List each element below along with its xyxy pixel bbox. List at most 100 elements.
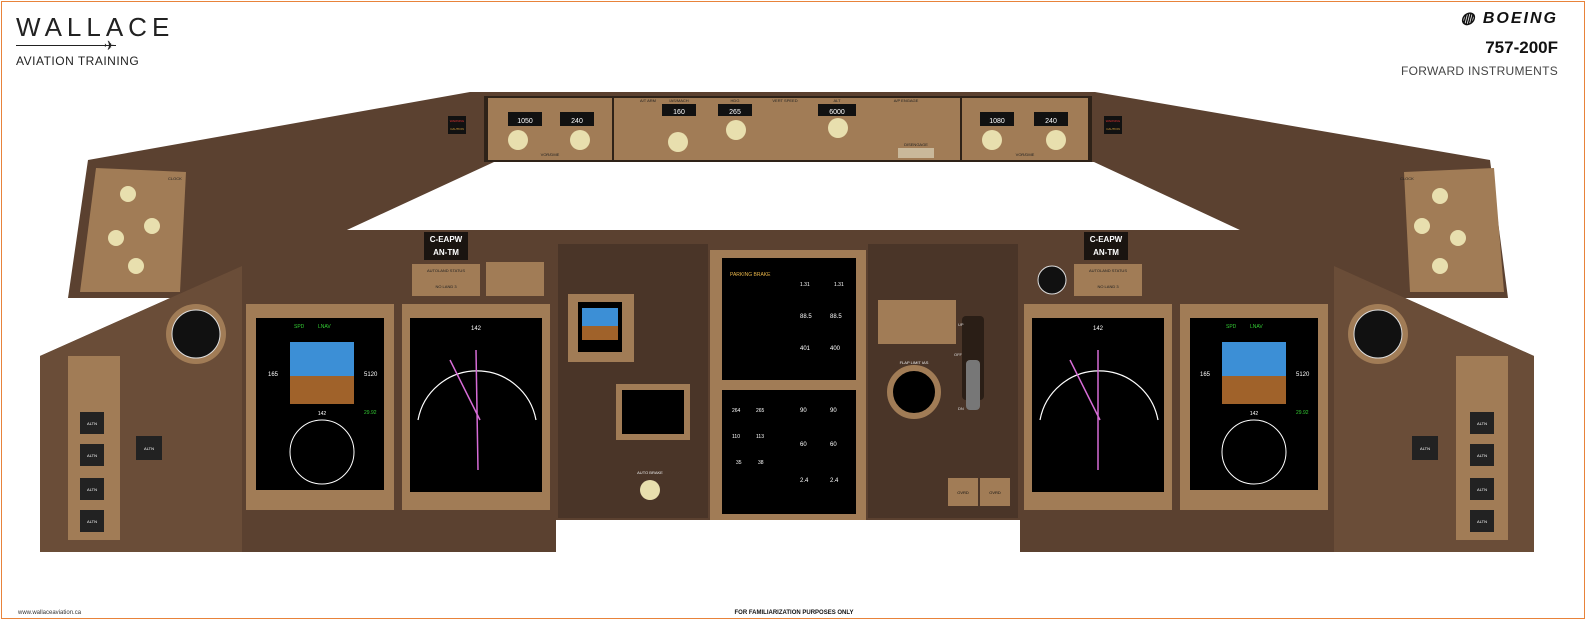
crs2-window (560, 112, 594, 126)
alt-window (818, 104, 856, 116)
speed-knob[interactable] (668, 132, 688, 152)
mins-knob[interactable] (1432, 258, 1448, 274)
heading-knob[interactable] (726, 120, 746, 140)
captain-registration: C-EAPW (430, 235, 463, 244)
fo-autoland-title: AUTOLAND STATUS (1089, 268, 1127, 273)
altn-label: ALTN (87, 453, 97, 458)
fo-registration: C-EAPW (1090, 235, 1123, 244)
boeing-logo: ◍ BOEING (1401, 8, 1558, 28)
egt-right: 400 (830, 346, 841, 352)
fo-speed: 165 (1200, 372, 1211, 378)
lower-eicas-screen (722, 390, 856, 514)
lower-v6: 2.4 (830, 478, 839, 484)
section-title: FORWARD INSTRUMENTS (1400, 64, 1558, 78)
aircraft-model: 757-200F (1485, 38, 1558, 57)
ap-engage-label: A/P ENGAGE (894, 98, 919, 103)
left-efis-panel (80, 168, 186, 292)
min-knob[interactable] (570, 130, 590, 150)
hdg-label: HDG (731, 98, 740, 103)
maker-name: BOEING (1482, 10, 1558, 27)
hdg-value: 265 (729, 109, 741, 116)
mcp-right-efis (962, 98, 1088, 160)
fo-clock-label: CLOCK (1400, 176, 1414, 181)
brand-rule: ✈ (16, 38, 116, 53)
captain-nd-screen (410, 318, 542, 492)
glareshield (68, 92, 1508, 298)
fo-master-warning[interactable] (1104, 116, 1122, 134)
captain-hsi (289, 419, 355, 485)
captain-route-line (449, 349, 481, 471)
upper-eicas-screen (722, 258, 856, 380)
lower-f3: 110 (732, 434, 740, 440)
fo-autoland-frame (1074, 264, 1142, 296)
altn-label: ALTN (144, 446, 154, 451)
range-knob[interactable] (120, 186, 136, 202)
lower-v2: 90 (830, 408, 837, 414)
altn-button[interactable] (1470, 412, 1494, 434)
warning-label: WARNING (450, 119, 465, 123)
mode-knob[interactable] (1414, 218, 1430, 234)
captain-callsign: AN-TM (433, 248, 459, 257)
gear-lever[interactable] (966, 360, 980, 410)
flap-limit-label: FLAP LIMIT IAS (900, 360, 929, 365)
vor-dme-label: VOR/DME (541, 152, 560, 157)
right-efis-panel (1404, 168, 1504, 292)
boeing-symbol-icon: ◍ (1460, 10, 1483, 27)
fo-ground (1222, 376, 1286, 404)
altn-button[interactable] (1470, 444, 1494, 466)
captain-master-warning[interactable] (448, 116, 466, 134)
altn-button[interactable] (1470, 478, 1494, 500)
gear-off-label: OFF (954, 352, 963, 357)
fo-nd-arc (1039, 370, 1159, 421)
at-arm-label: A/T ARM (640, 98, 656, 103)
ias-window (662, 104, 696, 116)
altn-label: ALTN (87, 519, 97, 524)
mins-knob[interactable] (128, 258, 144, 274)
altn-button[interactable] (80, 444, 104, 466)
epr-left: 1.31 (800, 282, 810, 288)
fo-mode-lnav: LNAV (1250, 324, 1263, 330)
fo-reg-plate (1084, 232, 1128, 260)
epr-right: 1.31 (834, 282, 844, 288)
crs-knob[interactable] (508, 130, 528, 150)
vs-label: VERT SPEED (772, 98, 797, 103)
range-knob[interactable] (1432, 188, 1448, 204)
altn-button[interactable] (80, 412, 104, 434)
disengage-bar[interactable] (898, 148, 934, 158)
fo-autoland-status: NO LAND 3 (1097, 284, 1119, 289)
fo-crs-knob[interactable] (982, 130, 1002, 150)
disengage-label: DISENGAGE (904, 142, 928, 147)
captain-qnh: 29.92 (364, 410, 377, 416)
fo-crs-window (980, 112, 1014, 126)
fo-mode-spd: SPD (1226, 324, 1237, 330)
fo-hdg: 142 (1250, 411, 1259, 417)
gear-dn-label: DN (958, 406, 964, 411)
fo-altn-single[interactable] (1412, 436, 1438, 460)
captain-autoland-title: AUTOLAND STATUS (427, 268, 465, 273)
captain-altn-single[interactable] (136, 436, 162, 460)
altn-button[interactable] (80, 510, 104, 532)
lower-v1: 90 (800, 408, 807, 414)
boeing-branding: ◍ BOEING 757-200F FORWARD INSTRUMENTS (1401, 8, 1558, 78)
baro-knob[interactable] (108, 230, 124, 246)
ovrd-right-label: OVRD (989, 490, 1001, 495)
altn-button[interactable] (80, 478, 104, 500)
fo-callsign: AN-TM (1093, 248, 1119, 257)
crs-value: 1050 (517, 118, 533, 125)
captain-speed: 165 (268, 372, 279, 378)
lower-v5: 2.4 (800, 478, 809, 484)
autobrake-knob[interactable] (640, 480, 660, 500)
altn-label: ALTN (1477, 421, 1487, 426)
alt-value: 6000 (829, 109, 845, 116)
baro-knob[interactable] (1450, 230, 1466, 246)
fo-min-knob[interactable] (1046, 130, 1066, 150)
flap-limit-gauge (887, 365, 941, 419)
crs2-value: 240 (571, 118, 583, 125)
altitude-knob[interactable] (828, 118, 848, 138)
mode-knob[interactable] (144, 218, 160, 234)
ovrd-left-label: OVRD (957, 490, 969, 495)
egt-left: 401 (800, 346, 811, 352)
clock-label: CLOCK (168, 176, 182, 181)
altn-button[interactable] (1470, 510, 1494, 532)
